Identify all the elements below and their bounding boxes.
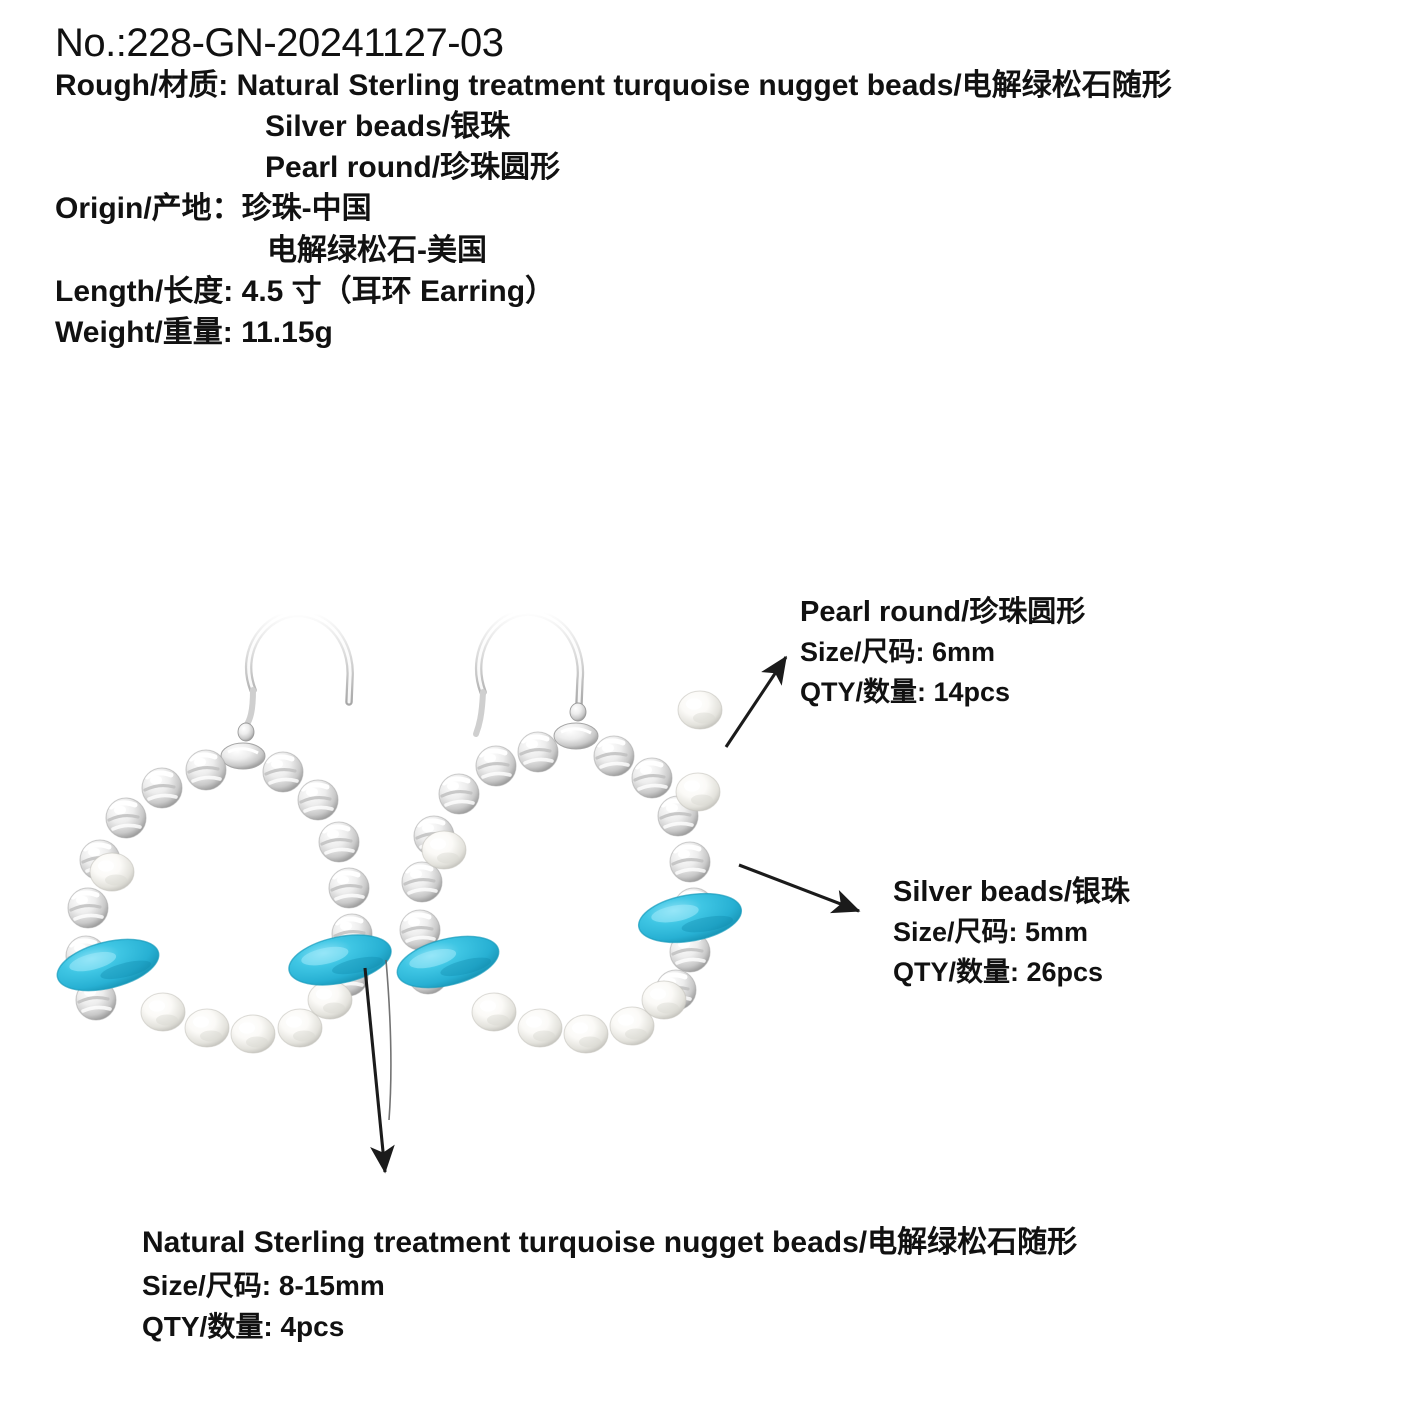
callout-silver-qty: QTY/数量: 26pcs	[893, 957, 1104, 988]
spec-line-length: Length/长度: 4.5 寸（耳环 Earring）	[55, 274, 556, 308]
rough-value: Natural Sterling treatment turquoise nug…	[236, 69, 1172, 103]
origin-label: Origin/产地：	[55, 192, 242, 226]
callout-pearl-qty: QTY/数量: 14pcs	[800, 677, 1011, 708]
spec-line-rough: Rough/材质: Natural Sterling treatment tur…	[55, 65, 1395, 106]
specification-block: No.:228-GN-20241127-03 Rough/材质: Natural…	[55, 21, 1395, 353]
document-number: No.:228-GN-20241127-03	[55, 21, 504, 65]
callout-pearl-title: Pearl round/珍珠圆形	[800, 596, 1086, 628]
ear-wire-hook-right	[473, 608, 587, 737]
bail-right	[553, 722, 599, 750]
callout-turquoise-title: Natural Sterling treatment turquoise nug…	[142, 1226, 1078, 1259]
callout-silver-beads: Silver beads/银珠 Size/尺码: 5mm QTY/数量: 26p…	[893, 872, 1130, 993]
callout-turquoise-qty: QTY/数量: 4pcs	[142, 1311, 345, 1343]
callout-pearl-size: Size/尺码: 6mm	[800, 637, 996, 668]
spec-line-origin: Origin/产地：珍珠-中国	[55, 188, 1395, 229]
earring-right	[391, 608, 746, 1054]
product-photo	[0, 560, 900, 1200]
ear-wire-hook-left	[237, 609, 354, 742]
spec-line-weight: Weight/重量: 11.15g	[55, 315, 333, 349]
spec-line-silver-beads: Silver beads/银珠	[265, 110, 511, 144]
callout-turquoise-nugget: Natural Sterling treatment turquoise nug…	[142, 1222, 1077, 1347]
callout-silver-size: Size/尺码: 5mm	[893, 917, 1089, 948]
spec-line-pearl-round: Pearl round/珍珠圆形	[265, 151, 561, 185]
callout-turquoise-size: Size/尺码: 8-15mm	[142, 1269, 385, 1301]
bail-left	[220, 742, 266, 770]
turquoise-disc-right-2	[634, 885, 746, 951]
origin-value-pearl: 珍珠-中国	[241, 192, 372, 226]
callout-pearl-round: Pearl round/珍珠圆形 Size/尺码: 6mm QTY/数量: 14…	[800, 592, 1085, 713]
spec-line-origin-turquoise: 电解绿松石-美国	[267, 233, 487, 267]
rough-label: Rough/材质:	[55, 69, 229, 103]
turquoise-disc-left-2	[283, 925, 397, 995]
callout-silver-title: Silver beads/银珠	[893, 876, 1130, 908]
earring-left	[51, 609, 397, 1121]
